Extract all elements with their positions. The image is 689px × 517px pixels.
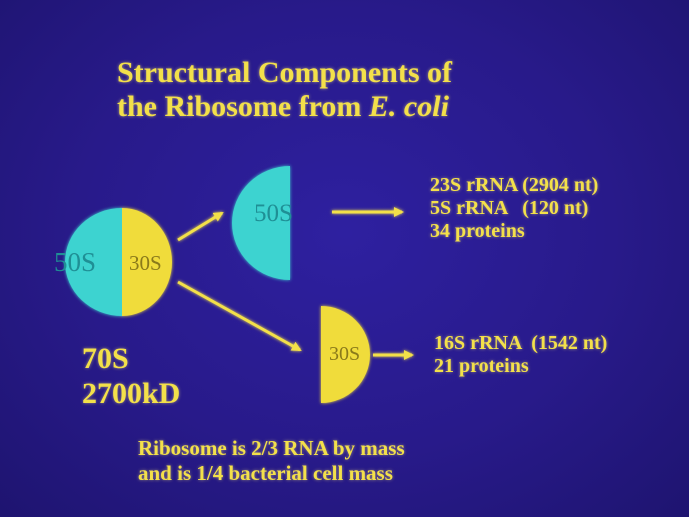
- small-subunit-label: 30S: [329, 343, 361, 365]
- component-50s-proteins: 34 proteins: [430, 220, 525, 242]
- component-30s-proteins: 21 proteins: [434, 355, 529, 377]
- slide-title: Structural Components of the Ribosome fr…: [117, 56, 452, 124]
- title-line-2-prefix: the Ribosome from: [117, 90, 369, 123]
- large-subunit-part: [65, 208, 122, 316]
- ribosome-70s-shape: [65, 208, 172, 316]
- large-subunit-label: 50S: [254, 200, 293, 227]
- footnote-line-1: Ribosome is 2/3 RNA by mass: [138, 436, 405, 460]
- component-16s: 16S rRNA (1542 nt): [434, 332, 608, 354]
- ribosome-small-label: 30S: [129, 251, 162, 275]
- arrow-to-30s: [177, 280, 302, 352]
- small-subunit-components: 16S rRNA (1542 nt) 21 proteins: [434, 332, 607, 378]
- title-species: E. coli: [368, 90, 449, 123]
- footnote: Ribosome is 2/3 RNA by mass and is 1/4 b…: [138, 436, 405, 486]
- large-subunit-shape: [232, 166, 290, 280]
- component-5s: 5S rRNA (120 nt): [430, 197, 589, 219]
- ribosome-mass-label: 2700kD: [82, 377, 181, 410]
- title-line-1: Structural Components of: [117, 56, 452, 89]
- small-subunit-part: [122, 208, 172, 316]
- footnote-line-2: and is 1/4 bacterial cell mass: [138, 461, 393, 485]
- title-line-2: the Ribosome from E. coli: [117, 90, 452, 124]
- arrow-to-50s: [177, 211, 224, 242]
- small-subunit-shape: [321, 306, 370, 403]
- component-23s: 23S rRNA (2904 nt): [430, 174, 599, 196]
- ribosome-large-label: 50S: [54, 247, 97, 277]
- ribosome-total-label: 70S: [82, 342, 129, 375]
- large-subunit-components: 23S rRNA (2904 nt) 5S rRNA (120 nt) 34 p…: [430, 174, 598, 243]
